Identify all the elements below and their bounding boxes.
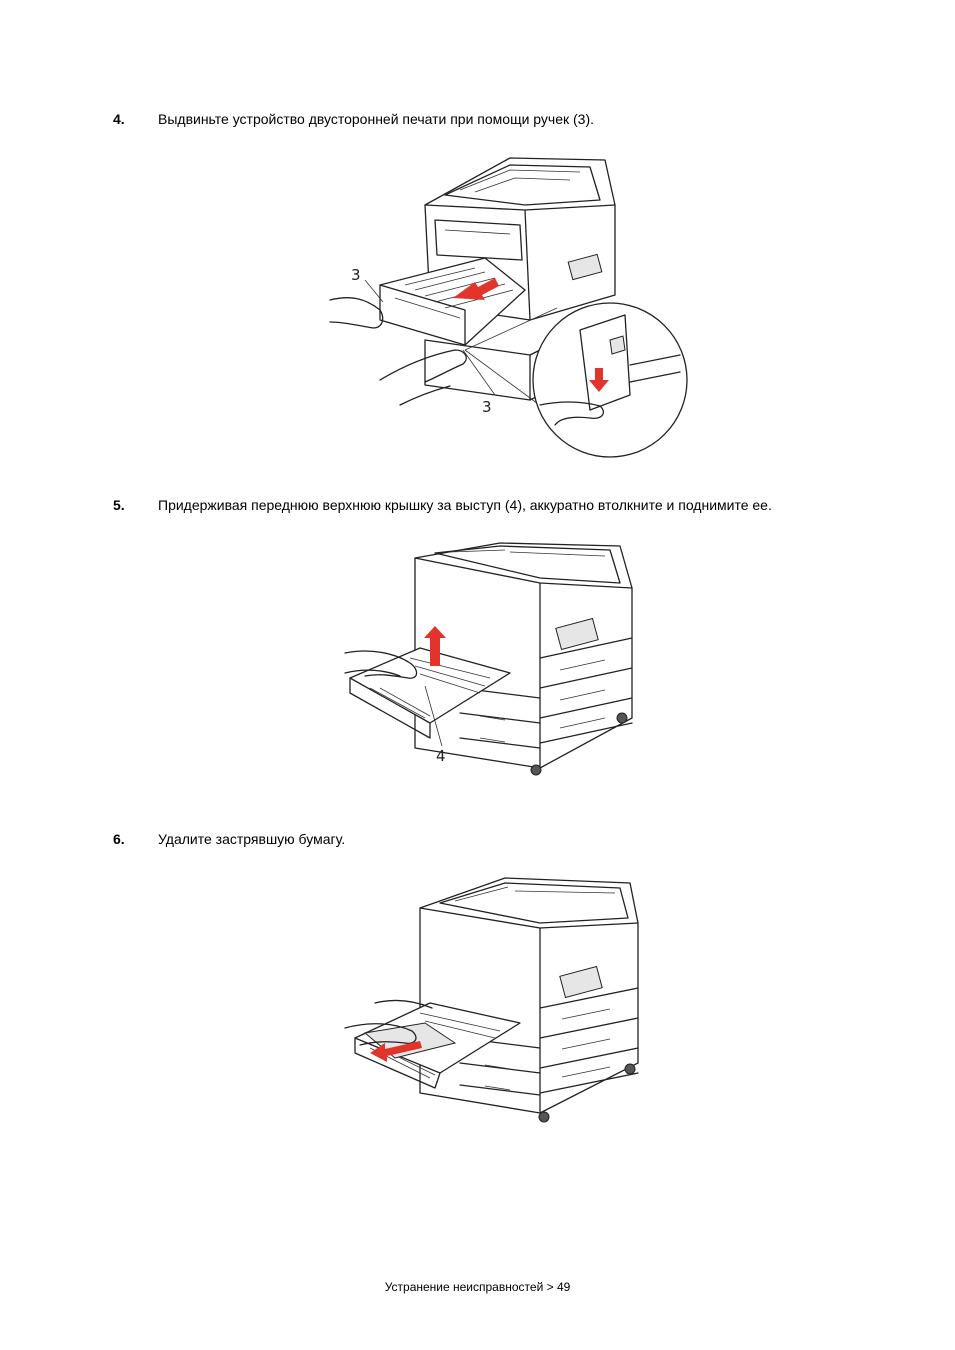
red-arrow-left-icon [370, 1041, 422, 1062]
figure-duplex-pull-out: 3 3 [329, 157, 688, 458]
figure-lift-front-cover: 4 [344, 542, 633, 776]
step-4-text: Выдвиньте устройство двусторонней печати… [158, 111, 595, 127]
step-6-text: Удалите застрявшую бумагу. [158, 831, 346, 847]
printer-illustration [419, 877, 639, 1123]
page-footer: Устранение неисправностей > 49 [384, 1280, 571, 1294]
step-6-number: 6. [113, 831, 125, 847]
red-arrow-up-icon [424, 626, 446, 666]
callout-3-left: 3 [351, 266, 361, 284]
hands-illustration [329, 297, 467, 406]
callout-3-bottom: 3 [482, 398, 492, 416]
step-5-number: 5. [113, 497, 125, 513]
hands-illustration [344, 650, 418, 679]
step-5-text: Придерживая переднюю верхнюю крышку за в… [158, 497, 772, 513]
hands-illustration [344, 999, 433, 1046]
step-4-number: 4. [113, 111, 125, 127]
duplex-unit [349, 647, 511, 739]
red-arrow-pull-icon [453, 278, 499, 300]
figure-remove-paper [344, 877, 639, 1123]
detail-zoom-circle [532, 302, 688, 458]
callout-4: 4 [436, 747, 446, 765]
printer-illustration [414, 542, 633, 776]
